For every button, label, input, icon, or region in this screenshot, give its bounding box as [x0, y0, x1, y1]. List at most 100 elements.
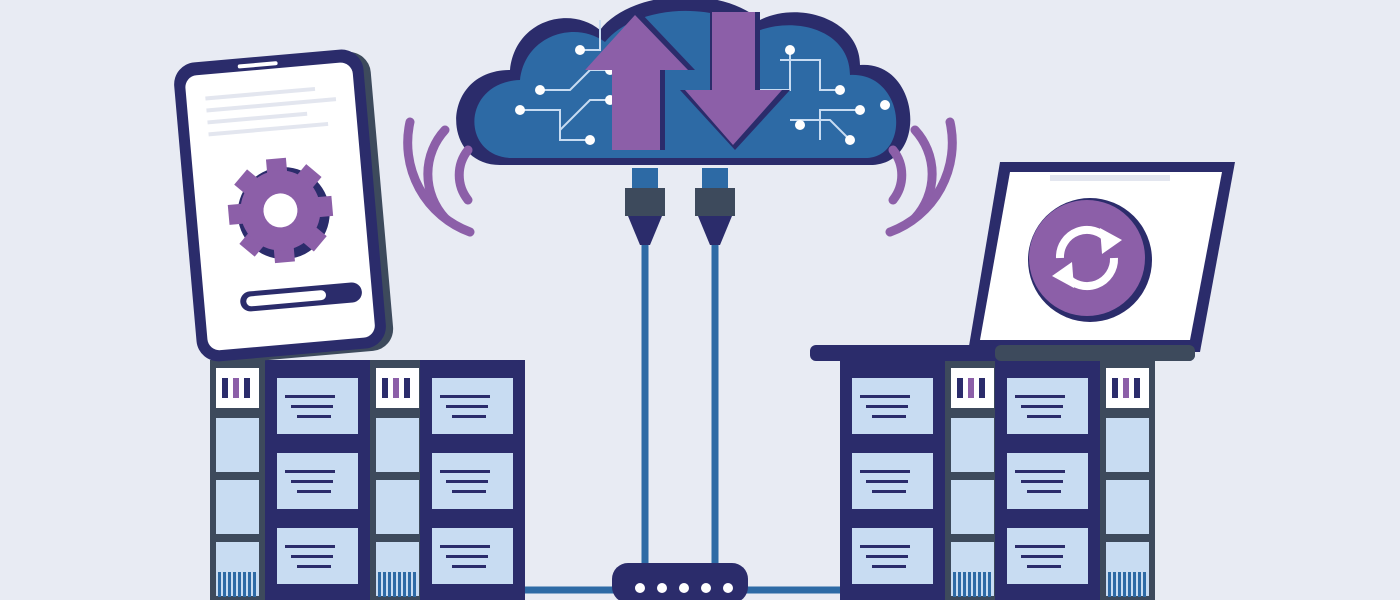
upload-arrow-icon — [585, 12, 695, 150]
rack-vent-slot — [233, 572, 236, 597]
server-unit-dots — [285, 395, 335, 398]
rack-indicator — [968, 378, 974, 398]
server-unit-dots — [872, 490, 906, 493]
server-unit-dots — [1015, 470, 1065, 473]
cloud-icon — [456, 0, 911, 165]
rack-vent-slot — [953, 572, 956, 597]
rack-vent-slot — [988, 572, 991, 597]
rack-indicator — [404, 378, 410, 398]
rack-vent-slot — [978, 572, 981, 597]
rack-vent-slot — [968, 572, 971, 597]
rack-indicator — [393, 378, 399, 398]
rack-vent-slot — [238, 572, 241, 597]
server-unit-dots — [872, 565, 906, 568]
sync-icon — [1028, 198, 1152, 322]
text-placeholder-lines — [205, 86, 337, 137]
server-unit-dots — [866, 555, 908, 558]
server-unit-dots — [297, 490, 331, 493]
rack-vent-slot — [378, 572, 381, 597]
rack-vent-slot — [1108, 572, 1111, 597]
server-unit-dots — [866, 480, 908, 483]
server-unit-dots — [446, 480, 488, 483]
server-unit-dots — [1027, 490, 1061, 493]
rack-vent-panel — [1106, 542, 1149, 596]
rack-vent-slot — [218, 572, 221, 597]
server-unit-dots — [860, 395, 910, 398]
rack-vent-slot — [253, 572, 256, 597]
rack-vent-panel — [376, 480, 419, 534]
rack-vent-slot — [408, 572, 411, 597]
rack-vent-slot — [983, 572, 986, 597]
gear-icon — [227, 157, 334, 264]
rack-vent-slot — [413, 572, 416, 597]
network-switch-icon — [612, 563, 748, 600]
rack-vent-slot — [958, 572, 961, 597]
progress-bar — [240, 282, 362, 312]
server-unit-dots — [446, 555, 488, 558]
laptop-icon — [810, 162, 1235, 361]
server-unit-dots — [440, 545, 490, 548]
server-racks — [210, 360, 1155, 600]
wifi-signal-icon — [885, 117, 957, 237]
server-unit-dots — [297, 415, 331, 418]
rack-indicator — [957, 378, 963, 398]
server-unit-dots — [860, 470, 910, 473]
rack-vent-panel — [1106, 418, 1149, 472]
rack-vent-slot — [243, 572, 246, 597]
server-unit-dots — [860, 545, 910, 548]
rack-vent-slot — [398, 572, 401, 597]
server-unit-dots — [1015, 545, 1065, 548]
rack-vent-panel — [376, 542, 419, 596]
rack-vent-slot — [1143, 572, 1146, 597]
rack-vent-slot — [403, 572, 406, 597]
server-unit-dots — [872, 415, 906, 418]
rack-vent-slot — [393, 572, 396, 597]
rack-vent-panel — [216, 542, 259, 596]
server-unit-dots — [1015, 395, 1065, 398]
server-unit-dots — [291, 480, 333, 483]
smartphone-icon — [174, 49, 394, 364]
server-unit-dots — [285, 470, 335, 473]
rack-vent-slot — [963, 572, 966, 597]
rack-indicator — [1134, 378, 1140, 398]
rack-indicator — [222, 378, 228, 398]
server-unit-dots — [1027, 565, 1061, 568]
rack-vent-slot — [1128, 572, 1131, 597]
rack-vent-slot — [388, 572, 391, 597]
rack-vent-slot — [973, 572, 976, 597]
rack-vent-slot — [1123, 572, 1126, 597]
rack-indicator — [1112, 378, 1118, 398]
server-unit-dots — [452, 565, 486, 568]
server-unit-dots — [297, 565, 331, 568]
rack-vent-slot — [383, 572, 386, 597]
rack-indicator — [233, 378, 239, 398]
rack-indicator — [979, 378, 985, 398]
rack-vent-panel — [216, 480, 259, 534]
rack-vent-panel — [376, 418, 419, 472]
rack-vent-panel — [1106, 480, 1149, 534]
wifi-signal-icon — [403, 117, 475, 237]
server-unit-dots — [285, 545, 335, 548]
rack-vent-panel — [951, 418, 994, 472]
server-unit-dots — [446, 405, 488, 408]
server-unit-dots — [1027, 415, 1061, 418]
rack-indicator — [244, 378, 250, 398]
ethernet-plug-icon — [695, 168, 735, 245]
ethernet-plug-icon — [625, 168, 665, 245]
circuit-nodes — [515, 45, 890, 145]
server-unit-dots — [1021, 480, 1063, 483]
rack-vent-panel — [951, 480, 994, 534]
rack-vent-slot — [1118, 572, 1121, 597]
rack-vent-panel — [216, 418, 259, 472]
rack-vent-slot — [1133, 572, 1136, 597]
rack-vent-slot — [248, 572, 251, 597]
server-unit-dots — [1021, 405, 1063, 408]
rack-vent-slot — [1138, 572, 1141, 597]
rack-vent-slot — [223, 572, 226, 597]
rack-indicator — [1123, 378, 1129, 398]
rack-vent-slot — [228, 572, 231, 597]
download-arrow-icon — [680, 12, 790, 150]
server-unit-dots — [291, 405, 333, 408]
rack-indicator — [382, 378, 388, 398]
